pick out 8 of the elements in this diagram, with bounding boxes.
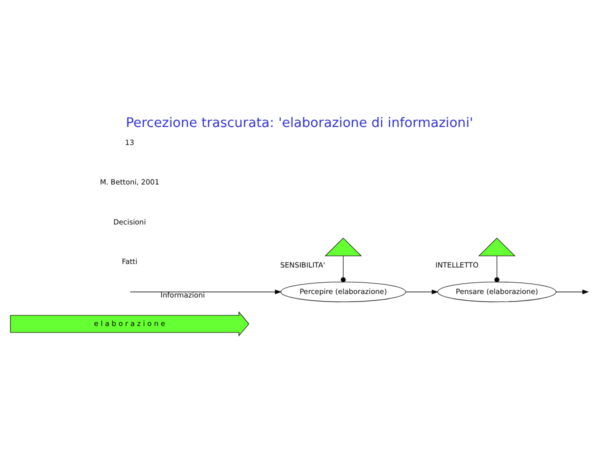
arrow — [406, 289, 438, 294]
arrow — [130, 289, 282, 294]
diagram-title: Percezione trascurata: 'elaborazione di informazioni' — [126, 116, 474, 131]
arrow — [556, 289, 589, 294]
node-triangle — [324, 237, 362, 256]
node-triangle — [478, 237, 516, 256]
connector — [340, 255, 346, 282]
connector — [494, 255, 500, 282]
